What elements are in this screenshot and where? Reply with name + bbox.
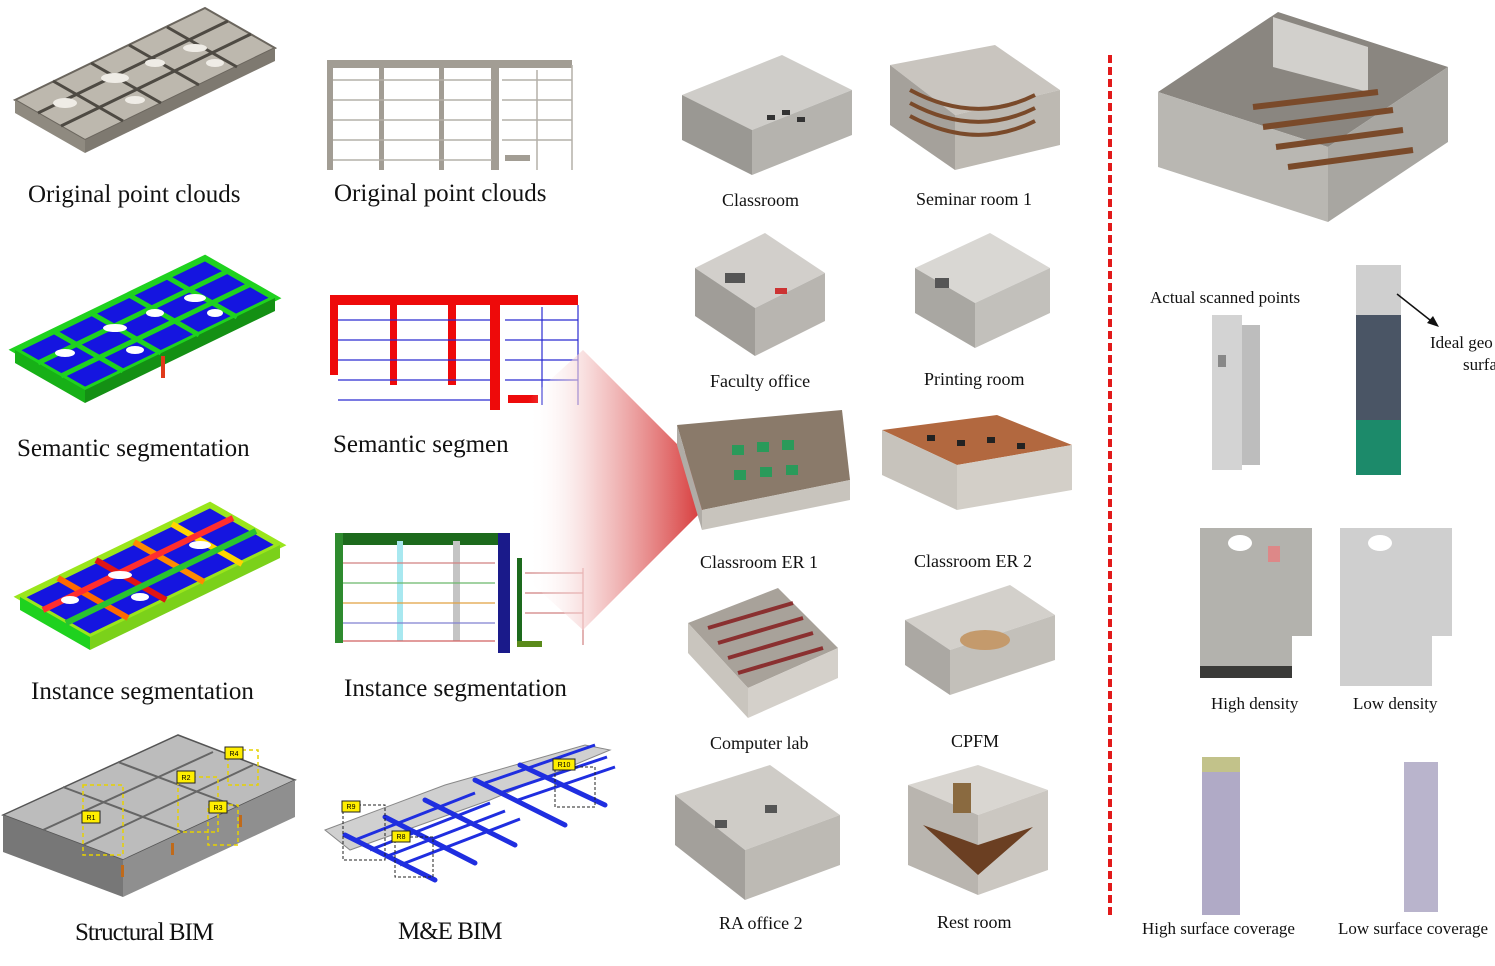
- ideal-geometry-column: [1356, 265, 1401, 475]
- room-label-seminar: Seminar room 1: [916, 189, 1032, 209]
- low-density-label: Low density: [1353, 694, 1438, 713]
- room-thumb-ra-office: [675, 765, 840, 900]
- caption-a-semantic: Semantic segmentation: [17, 435, 250, 462]
- room-thumb-faculty: [695, 233, 825, 356]
- semantic-seg-3d: [8, 254, 282, 403]
- actual-scanned-label: Actual scanned points: [1150, 288, 1301, 307]
- low-coverage-label: Low surface coverage: [1338, 919, 1489, 938]
- high-coverage-column: [1202, 757, 1240, 915]
- caption-b-instance: Instance segmentation: [344, 675, 567, 702]
- seminar-room-large-3d: [1158, 12, 1448, 222]
- room-label-er1: Classroom ER 1: [700, 552, 819, 572]
- caption-b-bim: M&E BIM: [398, 918, 502, 945]
- caption-b-original: Original point clouds: [334, 180, 547, 207]
- caption-a-bim: Structural BIM: [75, 919, 214, 946]
- room-label-classroom: Classroom: [722, 190, 800, 210]
- high-coverage-label: High surface coverage: [1142, 919, 1295, 938]
- room-thumb-cpfm: [905, 585, 1055, 695]
- room-label-cpfm: CPFM: [951, 731, 1000, 751]
- transition-arrow: [528, 350, 723, 630]
- bim-tag-r2: R2: [182, 775, 191, 782]
- room-label-faculty: Faculty office: [710, 371, 811, 391]
- room-thumb-computer-lab: [688, 588, 838, 718]
- low-density-scan: [1340, 528, 1452, 686]
- ideal-arrow: [1396, 293, 1439, 327]
- semantic-2d-plan: [330, 295, 579, 410]
- room-label-rest-room: Rest room: [937, 912, 1012, 932]
- bim-tag-r10: R10: [558, 762, 571, 769]
- room-label-er2: Classroom ER 2: [914, 551, 1033, 571]
- point-cloud-floorplan-3d: [12, 6, 278, 153]
- room-label-printing: Printing room: [924, 369, 1025, 389]
- room-thumb-er2: [882, 415, 1072, 510]
- instance-2d-plan: [335, 533, 584, 653]
- ideal-geometry-label-1: Ideal geo: [1430, 333, 1493, 352]
- point-cloud-2d-plan: [327, 60, 573, 170]
- me-bim-3d: R9 R8 R10: [324, 743, 616, 883]
- room-label-computer-lab: Computer lab: [710, 733, 809, 753]
- room-thumb-seminar: [890, 45, 1060, 170]
- room-thumb-er1: [677, 410, 850, 530]
- room-thumb-printing: [915, 233, 1050, 348]
- low-coverage-column: [1404, 762, 1438, 912]
- caption-b-semantic: Semantic segmen: [333, 431, 509, 458]
- caption-a-instance: Instance segmentation: [31, 678, 254, 705]
- bim-tag-r8: R8: [397, 834, 406, 841]
- room-thumb-classroom: [682, 55, 852, 175]
- bim-tag-r9: R9: [347, 804, 356, 811]
- actual-scanned-column: [1212, 315, 1260, 470]
- ideal-geometry-label-2: surfa: [1463, 355, 1495, 374]
- high-density-scan: [1200, 528, 1312, 686]
- room-thumb-rest-room: [908, 765, 1048, 895]
- bim-tag-r3: R3: [214, 805, 223, 812]
- room-label-ra-office: RA office 2: [719, 913, 803, 933]
- bim-tag-r4: R4: [230, 751, 239, 758]
- bim-tag-r1: R1: [87, 815, 96, 822]
- structural-bim-3d: R1 R2 R3 R4: [1, 734, 297, 897]
- instance-seg-3d: [13, 501, 287, 650]
- high-density-label: High density: [1211, 694, 1299, 713]
- dashed-divider: [1108, 55, 1112, 915]
- caption-a-original: Original point clouds: [28, 181, 241, 208]
